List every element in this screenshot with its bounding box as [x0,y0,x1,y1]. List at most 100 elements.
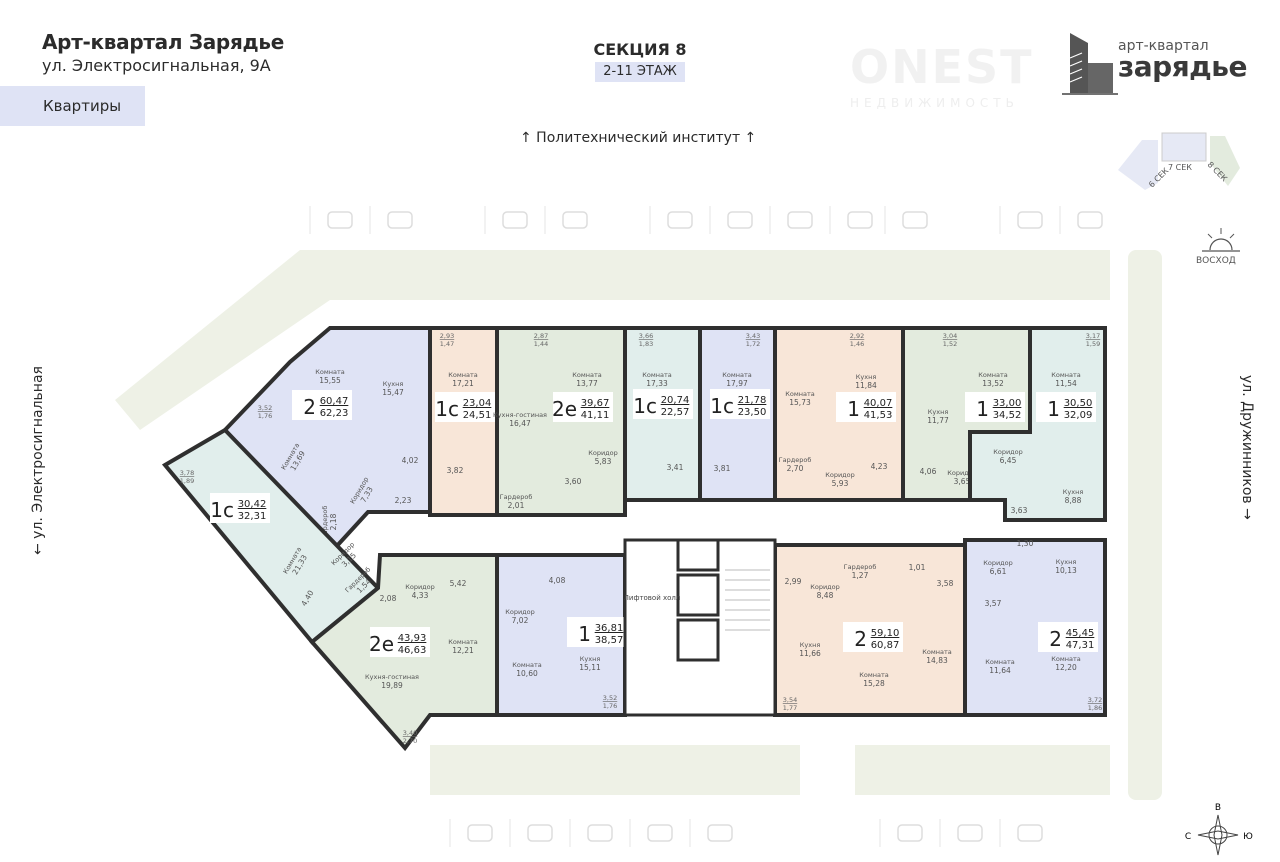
apartment-8[interactable]: Комната11,54Коридор6,45Кухня8,883,633,17… [968,326,1107,522]
apartment-outline[interactable] [968,326,1107,522]
room-name: Кухня [383,380,404,388]
room-area: 3,58 [937,579,954,588]
apartment-living-area: 40,07 [864,398,893,409]
apartment-6[interactable]: Комната15,73Кухня11,84Гардероб2,70Коридо… [773,326,905,502]
room-name: Коридор [405,583,435,591]
room-name: Кухня-гостиная [493,411,547,419]
room-name: Кухня [928,408,949,416]
logo-subtitle: арт-квартал [1118,38,1209,54]
room-name: Комната [1051,655,1081,663]
apartment-outline[interactable] [963,538,1107,717]
apartment-type: 2 [1049,627,1062,651]
balcony-area: 3,721,86 [1088,696,1102,712]
balcony-area: 2,871,44 [534,332,548,348]
balcony-area-full: 3,52 [603,694,617,702]
room-name: Комната [978,371,1008,379]
apartment-living-area: 43,93 [398,633,427,644]
apartment-13[interactable]: 1,30Коридор6,61Кухня10,133,57Комната11,6… [963,538,1107,717]
room-area: 11,66 [799,649,821,658]
room-name: Коридор [588,449,618,457]
room-name: Кухня [1056,558,1077,566]
room-area: 11,77 [927,416,949,425]
parking-car-icon [689,819,733,847]
apartment-living-area: 20,74 [661,395,690,406]
compass-icon: В С Ю [1185,803,1253,856]
room-area: 16,47 [509,419,531,428]
room-area: 3,57 [985,599,1002,608]
room-name: Комната [642,371,672,379]
key-plan-section-7[interactable] [1161,132,1207,162]
room-area: 2,23 [395,496,412,505]
lift-hall: Лифтовой холл [623,538,777,717]
room: 5,42 [450,579,467,588]
room-area: 3,65 [954,477,971,486]
key-plan-section-8[interactable] [1210,136,1240,186]
parking-car-icon [769,206,813,234]
tab-apartments[interactable]: Квартиры [0,86,145,126]
room-name: Комната [448,638,478,646]
room-name: Гардероб [500,493,533,501]
apartment-type: 1 [976,397,989,421]
balcony-area-reduced: 1,52 [943,340,957,348]
room-name: Коридор [993,448,1023,456]
balcony-area-full: 3,66 [639,332,653,340]
room-area: 6,61 [990,567,1007,576]
parking-spots [309,206,1103,847]
key-plan-section-6[interactable] [1118,140,1158,190]
apartment-11[interactable]: Коридор7,024,08Комната10,60Кухня15,113,5… [495,553,627,717]
apartment-12[interactable]: 2,99Коридор8,48Гардероб1,271,013,58Кухня… [773,543,967,717]
balcony-area: 3,541,77 [783,696,797,712]
room-area: 13,52 [982,379,1004,388]
apartment-type: 1с [633,394,657,418]
apartment-type: 2 [854,627,867,651]
lift-hall-label: Лифтовой холл [624,594,681,602]
balcony-area-reduced: 2,70 [403,737,417,745]
apartment-living-area: 60,47 [320,396,349,407]
apartment-3[interactable]: Кухня-гостиная16,47Комната13,77Коридор5,… [493,326,627,517]
apartment-type: 1 [847,397,860,421]
apartment-type: 1с [710,394,734,418]
room-area: 12,20 [1055,663,1077,672]
room-area: 14,83 [926,656,948,665]
room: 1,30 [1017,539,1034,548]
parking-car-icon [309,206,353,234]
room-area: 12,21 [452,646,474,655]
balcony-area-reduced: 1,86 [1088,704,1102,712]
key-plan[interactable]: 6 СЕК 7 СЕК 8 СЕК [1110,128,1240,198]
room-name: Комната [785,390,815,398]
lawn-southeast [855,745,1110,795]
parking-car-icon [1059,206,1103,234]
room-name: Коридор [505,608,535,616]
balcony-area: 3,781,89 [180,469,194,485]
parking-car-icon [829,206,873,234]
